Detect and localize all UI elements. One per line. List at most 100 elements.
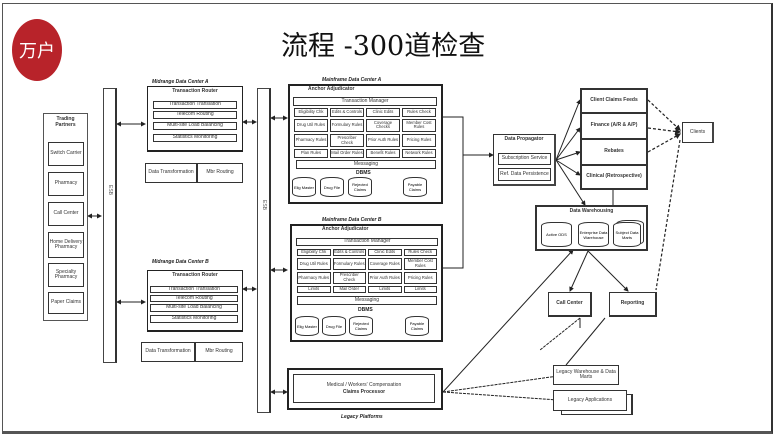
trading-partners-title: Trading Partners [55, 116, 76, 128]
adjudicator-a-title: Anchor Adjudicator [308, 86, 355, 92]
adjudicator-b-rule-cell: Rules Check [403, 249, 437, 257]
esb-bus-left-label: ESB [107, 185, 113, 196]
call-center-box: Call Center [548, 292, 592, 317]
adjudicator-b-rule-cell: Limits [368, 285, 402, 293]
adjudicator-a-transaction-manager: Transaction Manager [293, 97, 437, 106]
adjudicator-a-messaging: Messaging [296, 160, 436, 169]
adjudicator-a-rule-cell: Benefit Rules [366, 149, 400, 158]
adjudicator-a-rule-cell: Pricing Rules [402, 133, 436, 148]
logo-glyph: 万户 [19, 41, 55, 62]
adjudicator-a-rule-cell: Pharmacy Rules [294, 133, 328, 148]
legacy-processor-inner: Medical / Workers' Compensation Claims P… [293, 374, 435, 403]
adjudicator-a-rule-cell: Prior Auth Rules [366, 133, 400, 148]
dw-enterprise-dw: Enterprise Data Warehouse [578, 222, 609, 247]
router-a-title: Transaction Router [172, 88, 218, 94]
router-b-row-4: Statistics Monitoring [150, 315, 238, 323]
adjudicator-b-rule-cell: Formulary Rules [332, 258, 366, 270]
adjudicator-b-rule-cell: Coverage Rules [368, 258, 402, 270]
clients-box: Clients [682, 122, 714, 143]
slide-frame [2, 3, 773, 434]
propagator-subscription-service: Subscription Service [498, 153, 551, 165]
dw-active-ods: Active ODS [541, 222, 572, 247]
adjudicator-a-db-elig: Elig Master [292, 177, 316, 197]
adjudicator-b-rule-cell: Prior Auth Rules [368, 271, 402, 284]
adjudicator-a-rule-cell: Rules Check [402, 108, 436, 117]
adjudicator-a-rule-cell: Formulary Rules [330, 118, 364, 132]
link-adj-merge [443, 116, 464, 269]
downstream-finance: Finance (A/R & A/P) [580, 113, 648, 139]
router-a-row-3: Multi-site Load Balancing [153, 122, 237, 130]
propagator-ref-data: Ref. Data Persistence [498, 168, 551, 181]
router-b-caption: Midrange Data Center B [152, 259, 209, 265]
adjudicator-a-rule-cell: Plan Rules [294, 149, 328, 158]
router-b-row-1: Transaction Translation [150, 286, 238, 293]
adjudicator-b-db-elig: Elig Master [295, 316, 319, 336]
adjudicator-b-rule-cell: Limits [297, 285, 331, 293]
adjudicator-b-rule-cell: Clinic Edits [368, 249, 402, 257]
adjudicator-b-db-payable: Payable Claims [405, 316, 429, 336]
adjudicator-b-dbms: DBMS [358, 307, 373, 313]
router-a-data-transformation: Data Transformation [145, 163, 197, 183]
adjudicator-b-rule-cell: Mail Order [332, 285, 366, 293]
router-a: Transaction Router [147, 86, 243, 152]
partner-switch-carrier: Switch Carrier [48, 142, 84, 166]
adjudicator-b-messaging: Messaging [297, 296, 437, 305]
adjudicator-b-db-rejected: Rejected Claims [349, 316, 373, 336]
dw-data-marts: Subject Data Marts [613, 222, 641, 247]
adjudicator-a-caption: Mainframe Data Center A [322, 77, 382, 83]
adjudicator-a-rule-cell: Eligibility Chk [294, 108, 328, 117]
adjudicator-a-rule-cell: Clinic Edits [366, 108, 400, 117]
esb-bus-right-label: ESB [261, 200, 267, 211]
adjudicator-a-rule-cell: Mail Order Rules [330, 149, 364, 158]
adjudicator-b-rule-cell: Edits & Controls [332, 249, 366, 257]
partner-paper-claims: Paper Claims [48, 292, 84, 314]
data-warehousing-title: Data Warehousing [569, 208, 614, 214]
adjudicator-b-rule-cell: Member Cost Rules [403, 258, 437, 270]
router-b-row-2: Telecom Routing [150, 295, 238, 302]
router-b-row-3: Multi-site Load Balancing [150, 304, 238, 312]
router-a-caption: Midrange Data Center A [152, 79, 209, 85]
esb-bus-right [257, 88, 271, 413]
router-b-data-transformation: Data Transformation [141, 342, 195, 362]
partner-pharmacy: Pharmacy [48, 172, 84, 196]
downstream-client-claims-feeds: Client Claims Feeds [580, 88, 648, 113]
adjudicator-a-rule-cell: Prescriber Check [330, 133, 364, 148]
adjudicator-a-rule-cell: Drug Util Rules [294, 118, 328, 132]
partner-home-delivery: Home Delivery Pharmacy [48, 232, 84, 258]
router-a-row-4: Statistics Monitoring [153, 134, 237, 142]
adjudicator-b-rule-cell: Pharmacy Rules [297, 271, 331, 284]
router-a-row-2: Telecom Routing [153, 111, 237, 119]
data-propagator-title: Data Propagator [504, 136, 544, 142]
adjudicator-b-transaction-manager: Transaction Manager [296, 238, 438, 246]
adjudicator-b-title: Anchor Adjudicator [322, 226, 369, 232]
adjudicator-b-rule-cell: Prescriber Check [332, 271, 366, 284]
adjudicator-a-db-drug: Drug File [320, 177, 344, 197]
adjudicator-a-db-rejected: Rejected Claims [348, 177, 372, 197]
adjudicator-b-db-drug: Drug File [322, 316, 346, 336]
slide-title: 流程 -300道检查 [281, 31, 486, 62]
adjudicator-a-rule-cell: Member Cost Rules [402, 118, 436, 132]
legacy-processor-line2: Claims Processor [342, 388, 386, 395]
company-logo: 万户 [12, 19, 62, 81]
downstream-rebates: Rebates [580, 139, 648, 165]
partner-call-center: Call Center [48, 202, 84, 226]
partner-specialty-pharmacy: Specialty Pharmacy [48, 263, 84, 287]
adjudicator-b-caption: Mainframe Data Center B [322, 217, 382, 223]
adjudicator-a-db-payable: Payable Claims [403, 177, 427, 197]
esb-bus-left [103, 88, 117, 363]
router-b-title: Transaction Router [172, 272, 218, 278]
legacy-apps-box: Legacy Applications [553, 390, 627, 411]
adjudicator-a-rule-cell: Edits & Controls [330, 108, 364, 117]
adjudicator-b-rule-cell: Limits [403, 285, 437, 293]
legacy-processor-line1: Medical / Workers' Compensation [326, 382, 402, 388]
router-b-mbr-routing: Mbr Routing [195, 342, 243, 362]
adjudicator-a-rule-cell: Network Rules [402, 149, 436, 158]
adjudicator-a-dbms: DBMS [356, 170, 371, 176]
downstream-clinical: Clinical (Retrospective) [580, 165, 648, 190]
adjudicator-b-rule-cell: Drug Util Rules [297, 258, 331, 270]
reporting-box: Reporting [609, 292, 657, 317]
adjudicator-b-rule-cell: Pricing Rules [403, 271, 437, 284]
legacy-warehouse-box: Legacy Warehouse & Data Marts [553, 365, 619, 385]
